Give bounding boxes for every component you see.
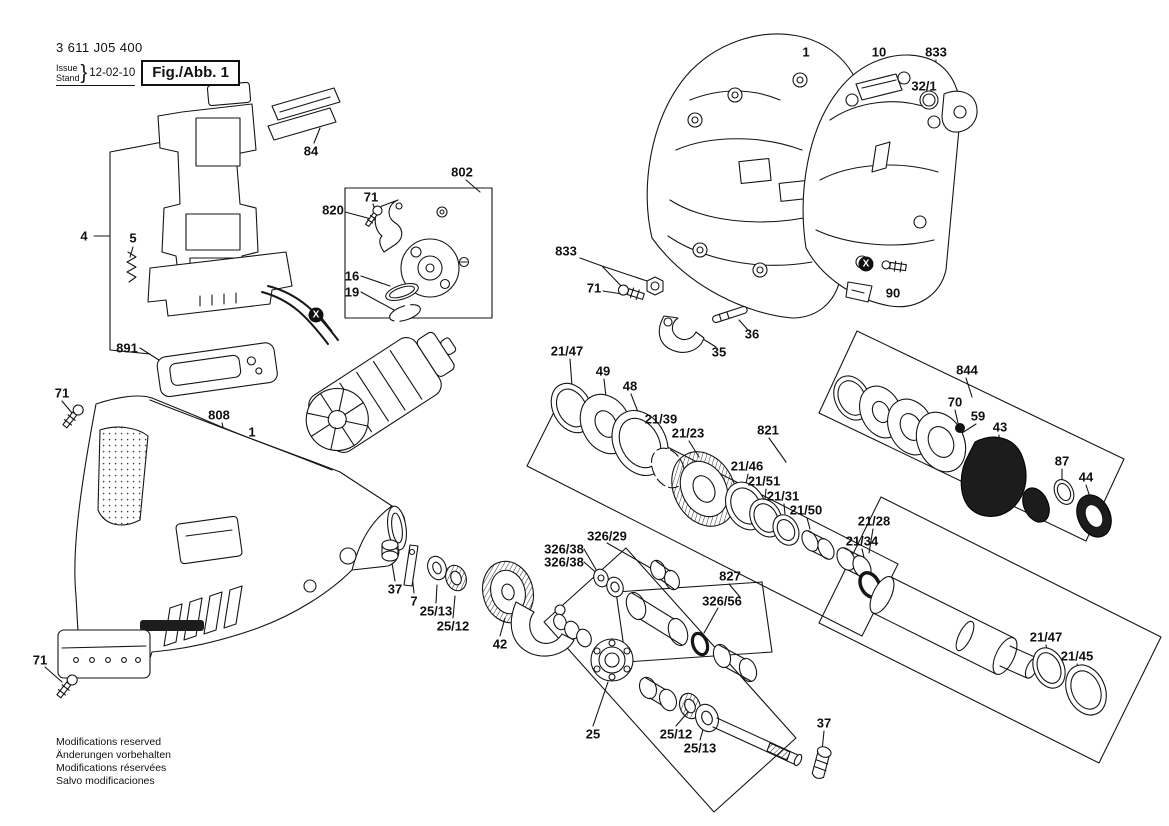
part-number-label: 891 [116, 340, 138, 356]
part-number-label: 833 [925, 44, 947, 60]
tool-body-drawing [56, 395, 407, 699]
part-number-label: 16 [344, 268, 360, 284]
crank-group-drawing [364, 199, 470, 322]
gear-train-drawing [550, 382, 1107, 716]
part-number-label: 21/45 [1060, 648, 1094, 664]
part-number-label: 70 [947, 394, 963, 410]
part-number-label: 5 [129, 230, 137, 246]
part-number-label: 833 [555, 243, 577, 259]
motor-drawing [305, 331, 457, 453]
part-number-label: 44 [1078, 469, 1094, 485]
part-number-label: 326/29 [587, 528, 627, 544]
document-number: 3 611 J05 400 [56, 40, 143, 55]
part-number-label: 827 [719, 568, 741, 584]
modification-notes: Modifications reserved Änderungen vorbeh… [56, 736, 171, 788]
part-number-label: 844 [956, 362, 978, 378]
part-number-label: 21/39 [644, 411, 678, 427]
part-number-label: 21/46 [730, 458, 764, 474]
brace-glyph: } [80, 62, 88, 84]
part-number-label: 326/38 [544, 554, 584, 570]
part-number-label: 37 [816, 715, 832, 731]
part-number-label: 4 [80, 228, 88, 244]
figure-label: Fig./Abb. 1 [141, 60, 240, 86]
part-number-label: 35 [711, 344, 727, 360]
part-number-label: 21/51 [747, 473, 781, 489]
switch-assembly-drawing [126, 81, 341, 398]
stand-word: Stand [56, 73, 80, 83]
part-number-label: 42 [492, 636, 508, 652]
part-number-label: 84 [303, 143, 319, 159]
housing-shells-drawing [617, 33, 978, 353]
part-number-label: 21/23 [671, 425, 705, 441]
part-number-label: 326/56 [702, 593, 742, 609]
part-number-label: 1 [248, 424, 256, 440]
part-number-label: 87 [1054, 453, 1070, 469]
part-number-label: 821 [757, 422, 779, 438]
part-number-label: 820 [322, 202, 344, 218]
part-number-label: 25/12 [436, 618, 470, 634]
note-en: Modifications reserved [56, 736, 162, 748]
part-number-label: 25/12 [659, 726, 693, 742]
circled-x-symbol: X [858, 256, 874, 272]
striker-group-drawing [833, 375, 1112, 538]
part-number-label: 21/47 [1029, 629, 1063, 645]
part-number-label: 21/31 [766, 488, 800, 504]
part-number-label: 37 [387, 581, 403, 597]
note-es: Salvo modificaciones [56, 775, 155, 787]
circled-x-symbol: X [308, 307, 324, 323]
title-block: 3 611 J05 400 Issue Stand } 12-02-10 Fig… [56, 40, 240, 86]
part-number-label: 49 [595, 363, 611, 379]
issue-row: Issue Stand } 12-02-10 Fig./Abb. 1 [56, 60, 240, 86]
part-number-label: 71 [32, 652, 48, 668]
part-number-label: 21/47 [550, 343, 584, 359]
part-number-label: 7 [410, 593, 418, 609]
part-number-label: 326/38 [544, 541, 584, 557]
part-number-label: 32/1 [911, 78, 937, 94]
issue-stand-block: Issue Stand } 12-02-10 [56, 62, 136, 86]
part-number-label: 90 [885, 285, 901, 301]
part-number-label: 59 [970, 408, 986, 424]
part-number-label: 1 [802, 44, 810, 60]
part-number-label: 21/28 [857, 513, 891, 529]
part-number-label: 25/13 [419, 603, 453, 619]
part-number-label: 21/34 [845, 533, 879, 549]
note-fr: Modifications réservées [56, 762, 167, 774]
note-de: Änderungen vorbehalten [56, 749, 172, 761]
issue-word: Issue [56, 63, 78, 73]
spindle-group-drawing [381, 539, 832, 779]
part-number-label: 36 [744, 326, 760, 342]
part-number-label: 71 [54, 385, 70, 401]
leader-lines [44, 59, 1093, 752]
part-number-label: 802 [451, 164, 473, 180]
part-number-label: 43 [992, 419, 1008, 435]
part-number-label: 10 [871, 44, 887, 60]
issue-stand-words: Issue Stand [56, 63, 80, 83]
part-number-label: 21/50 [789, 502, 823, 518]
part-number-label: 71 [586, 280, 602, 296]
issue-date: 12-02-10 [89, 67, 136, 79]
assembly-group-boxes [344, 187, 1162, 813]
part-number-label: 25 [585, 726, 601, 742]
part-number-label: 808 [208, 407, 230, 423]
part-number-label: 19 [344, 284, 360, 300]
part-number-label: 71 [363, 189, 379, 205]
part-number-label: 48 [622, 378, 638, 394]
part-number-label: 25/13 [683, 740, 717, 756]
